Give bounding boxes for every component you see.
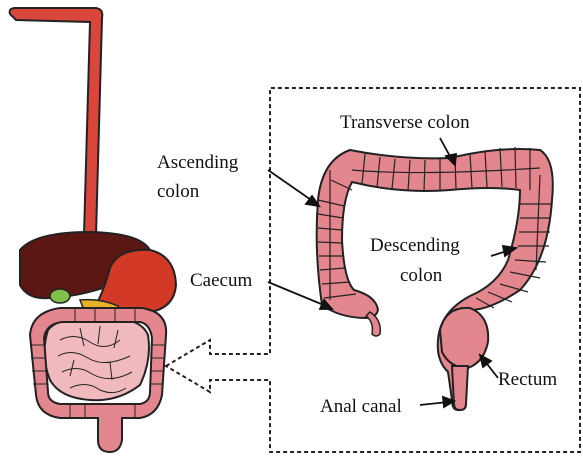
- label-transverse-colon: Transverse colon: [340, 112, 470, 133]
- appendix: [366, 312, 380, 336]
- esophagus: [10, 8, 103, 235]
- label-anal-canal: Anal canal: [320, 396, 402, 417]
- gallbladder: [50, 289, 70, 303]
- label-descending-colon-line2: colon: [400, 265, 443, 286]
- pointer-ascending: [268, 170, 314, 202]
- digestive-system-overview: [10, 8, 176, 452]
- label-ascending-colon-line2: colon: [157, 181, 200, 202]
- pointer-caecum: [268, 282, 326, 306]
- label-caecum: Caecum: [190, 270, 252, 291]
- label-ascending-colon-line1: Ascending: [157, 152, 239, 173]
- label-descending-colon-line1: Descending: [370, 235, 460, 256]
- anal-canal: [452, 366, 468, 410]
- label-rectum: Rectum: [498, 369, 557, 390]
